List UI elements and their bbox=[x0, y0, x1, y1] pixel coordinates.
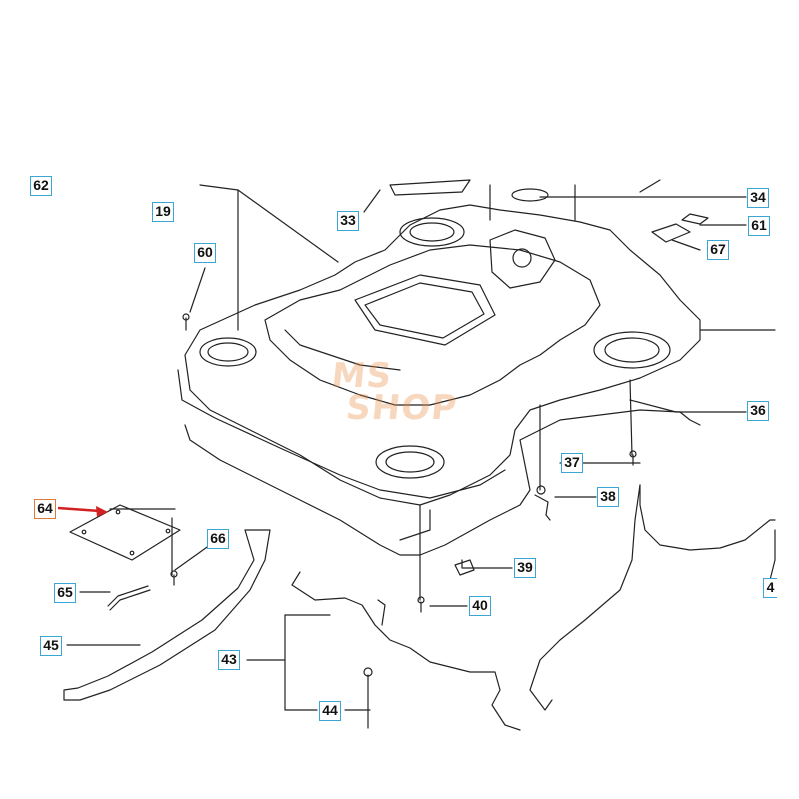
callout-4x[interactable]: 4 bbox=[763, 578, 777, 598]
motor-housing bbox=[489, 229, 556, 289]
pcb-board bbox=[69, 504, 181, 561]
callout-44[interactable]: 44 bbox=[319, 701, 341, 721]
callout-66[interactable]: 66 bbox=[207, 529, 229, 549]
callout-40[interactable]: 40 bbox=[469, 596, 491, 616]
callout-64[interactable]: 64 bbox=[34, 499, 56, 519]
chassis-body bbox=[184, 204, 701, 506]
top-hatch bbox=[354, 274, 496, 346]
right-wheel-well bbox=[593, 331, 671, 369]
ribbon-cable bbox=[63, 529, 271, 701]
callout-67[interactable]: 67 bbox=[707, 240, 729, 260]
callout-43[interactable]: 43 bbox=[218, 650, 240, 670]
callout-37[interactable]: 37 bbox=[561, 453, 583, 473]
shop-watermark: MS SHOP bbox=[327, 356, 462, 428]
front-wheel-well bbox=[375, 445, 445, 479]
upper-shell bbox=[264, 244, 601, 406]
callout-39[interactable]: 39 bbox=[514, 558, 536, 578]
callout-38[interactable]: 38 bbox=[597, 487, 619, 507]
callout-34[interactable]: 34 bbox=[747, 188, 769, 208]
callout-65[interactable]: 65 bbox=[54, 583, 76, 603]
callout-61[interactable]: 61 bbox=[748, 216, 770, 236]
wiring-harness bbox=[291, 571, 521, 731]
callout-45[interactable]: 45 bbox=[40, 636, 62, 656]
callout-60[interactable]: 60 bbox=[194, 243, 216, 263]
callout-33[interactable]: 33 bbox=[337, 211, 359, 231]
left-wheel-well bbox=[199, 337, 257, 367]
gasket-loop bbox=[184, 409, 701, 556]
callout-19[interactable]: 19 bbox=[152, 202, 174, 222]
callout-36[interactable]: 36 bbox=[747, 401, 769, 421]
callout-62[interactable]: 62 bbox=[30, 176, 52, 196]
watermark-line-2: SHOP bbox=[344, 388, 460, 428]
highlight-arrow bbox=[57, 506, 101, 513]
rear-wheel-well bbox=[399, 217, 465, 247]
